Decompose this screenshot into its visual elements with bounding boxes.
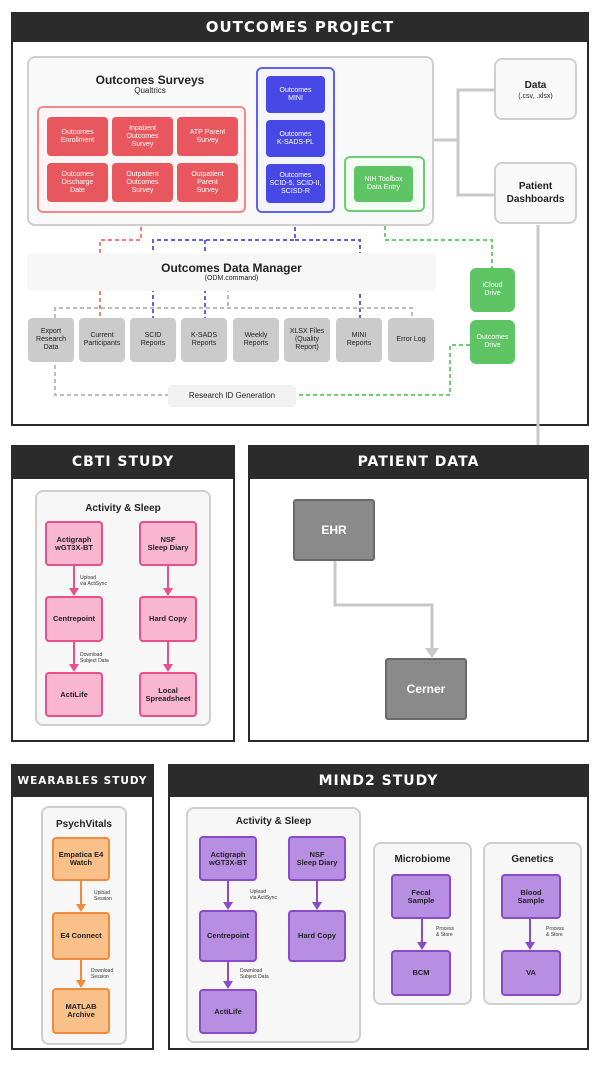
nih-toolbox-node[interactable]: NIH Toolbox Data Entry [354,166,413,202]
data-box[interactable] [494,58,577,120]
mind2-header: MIND2 STUDY [168,764,589,797]
inpatient-outcomes-node[interactable]: Inpatient Outcomes Survey [112,117,173,156]
wearables-header: WEARABLES STUDY [11,764,154,797]
mind2-actigraph-node[interactable]: Actigraph wGT3X-BT [199,836,257,881]
data-subtitle: (.csv, .xlsx) [518,93,553,100]
e4-connect-node[interactable]: E4 Connect [52,912,110,960]
wearables-upload-note: Upload Session [94,890,112,902]
va-node[interactable]: VA [501,950,561,996]
fecal-sample-node[interactable]: Fecal Sample [391,874,451,919]
surveys-subtitle: Qualtrics [134,86,166,95]
cbti-actilife-node[interactable]: ActiLife [45,672,103,717]
atp-parent-node[interactable]: ATP Parent Survey [177,117,238,156]
matlab-archive-node[interactable]: MATLAB Archive [52,988,110,1034]
outpatient-parent-node[interactable]: Outpatient Parent Survey [177,163,238,202]
ksads-reports-node[interactable]: K-SADS Reports [181,318,227,362]
export-research-data-node[interactable]: Export Research Data [28,318,74,362]
cbti-download-note: Download Subject Data [80,652,109,664]
microbiome-title: Microbiome [394,854,451,865]
genetics-process-note: Process & Store [546,926,565,938]
cbti-hard-copy-node[interactable]: Hard Copy [139,596,197,642]
outcomes-drive-node[interactable]: Outcomes Drive [470,320,515,364]
ehr-node[interactable]: EHR [293,499,375,561]
empatica-watch-node[interactable]: Empatica E4 Watch [52,837,110,881]
cbti-sleep-diary-node[interactable]: NSF Sleep Diary [139,521,197,566]
outcomes-ksads-node[interactable]: Outcomes K-SADS-PL [266,120,325,157]
genetics-title: Genetics [511,854,554,865]
mind2-centrepoint-node[interactable]: Centrepoint [199,910,257,962]
outcomes-mini-node[interactable]: Outcomes MINI [266,76,325,113]
cbti-spreadsheet-node[interactable]: Local Spreadsheet [139,672,197,717]
patient-dashboards-box[interactable] [494,162,577,224]
surveys-title: Outcomes Surveys [95,73,205,87]
microbiome-process-note: Process & Store [436,926,455,938]
mind2-sleep-diary-node[interactable]: NSF Sleep Diary [288,836,346,881]
patient-dashboards-label: Patient Dashboards [506,181,565,205]
patient-header: PATIENT DATA [248,445,589,479]
xlsx-files-node[interactable]: XLSX Files (Quality Report) [284,318,330,362]
error-log-node[interactable]: Error Log [388,318,434,362]
weekly-reports-node[interactable]: Weekly Reports [233,318,279,362]
data-title: Data [524,80,547,91]
wearables-download-note: Download Session [91,968,114,980]
scid-reports-node[interactable]: SCID Reports [130,318,176,362]
mind2-actilife-node[interactable]: ActiLife [199,989,257,1034]
outcomes-enrollment-node[interactable]: Outcomes Enrollment [47,117,108,156]
data-manager-bar[interactable] [27,253,436,291]
current-participants-node[interactable]: Current Participants [79,318,125,362]
cbti-actigraph-node[interactable]: Actigraph wGT3X-BT [45,521,103,566]
research-id-node[interactable]: Research ID Generation [168,385,296,407]
mind2-download-note: Download Subject Data [240,968,269,980]
icloud-drive-node[interactable]: iCloud Drive [470,268,515,312]
data-manager-subtitle: (ODM.command) [204,275,259,282]
mind2-upload-note: Upload via ActiSync [250,889,277,901]
bcm-node[interactable]: BCM [391,950,451,996]
outcomes-header: OUTCOMES PROJECT [11,12,589,42]
cbti-centrepoint-node[interactable]: Centrepoint [45,596,103,642]
outpatient-outcomes-node[interactable]: Outpatient Outcomes Survey [112,163,173,202]
cerner-node[interactable]: Cerner [385,658,467,720]
outcomes-scid-node[interactable]: Outcomes SCID-5, SCID-II, SCISD-R [266,164,325,203]
mini-reports-node[interactable]: MINI Reports [336,318,382,362]
mind2-activity-title: Activity & Sleep [235,816,312,827]
cbti-card-title: Activity & Sleep [85,503,161,514]
wearables-card-title: PsychVitals [56,819,112,830]
cbti-header: CBTI STUDY [11,445,235,479]
data-manager-title: Outcomes Data Manager [161,261,302,275]
blood-sample-node[interactable]: Blood Sample [501,874,561,919]
outcomes-discharge-node[interactable]: Outcomes Discharge Date [47,163,108,202]
mind2-hard-copy-node[interactable]: Hard Copy [288,910,346,962]
cbti-upload-note: Upload via ActiSync [80,575,107,587]
